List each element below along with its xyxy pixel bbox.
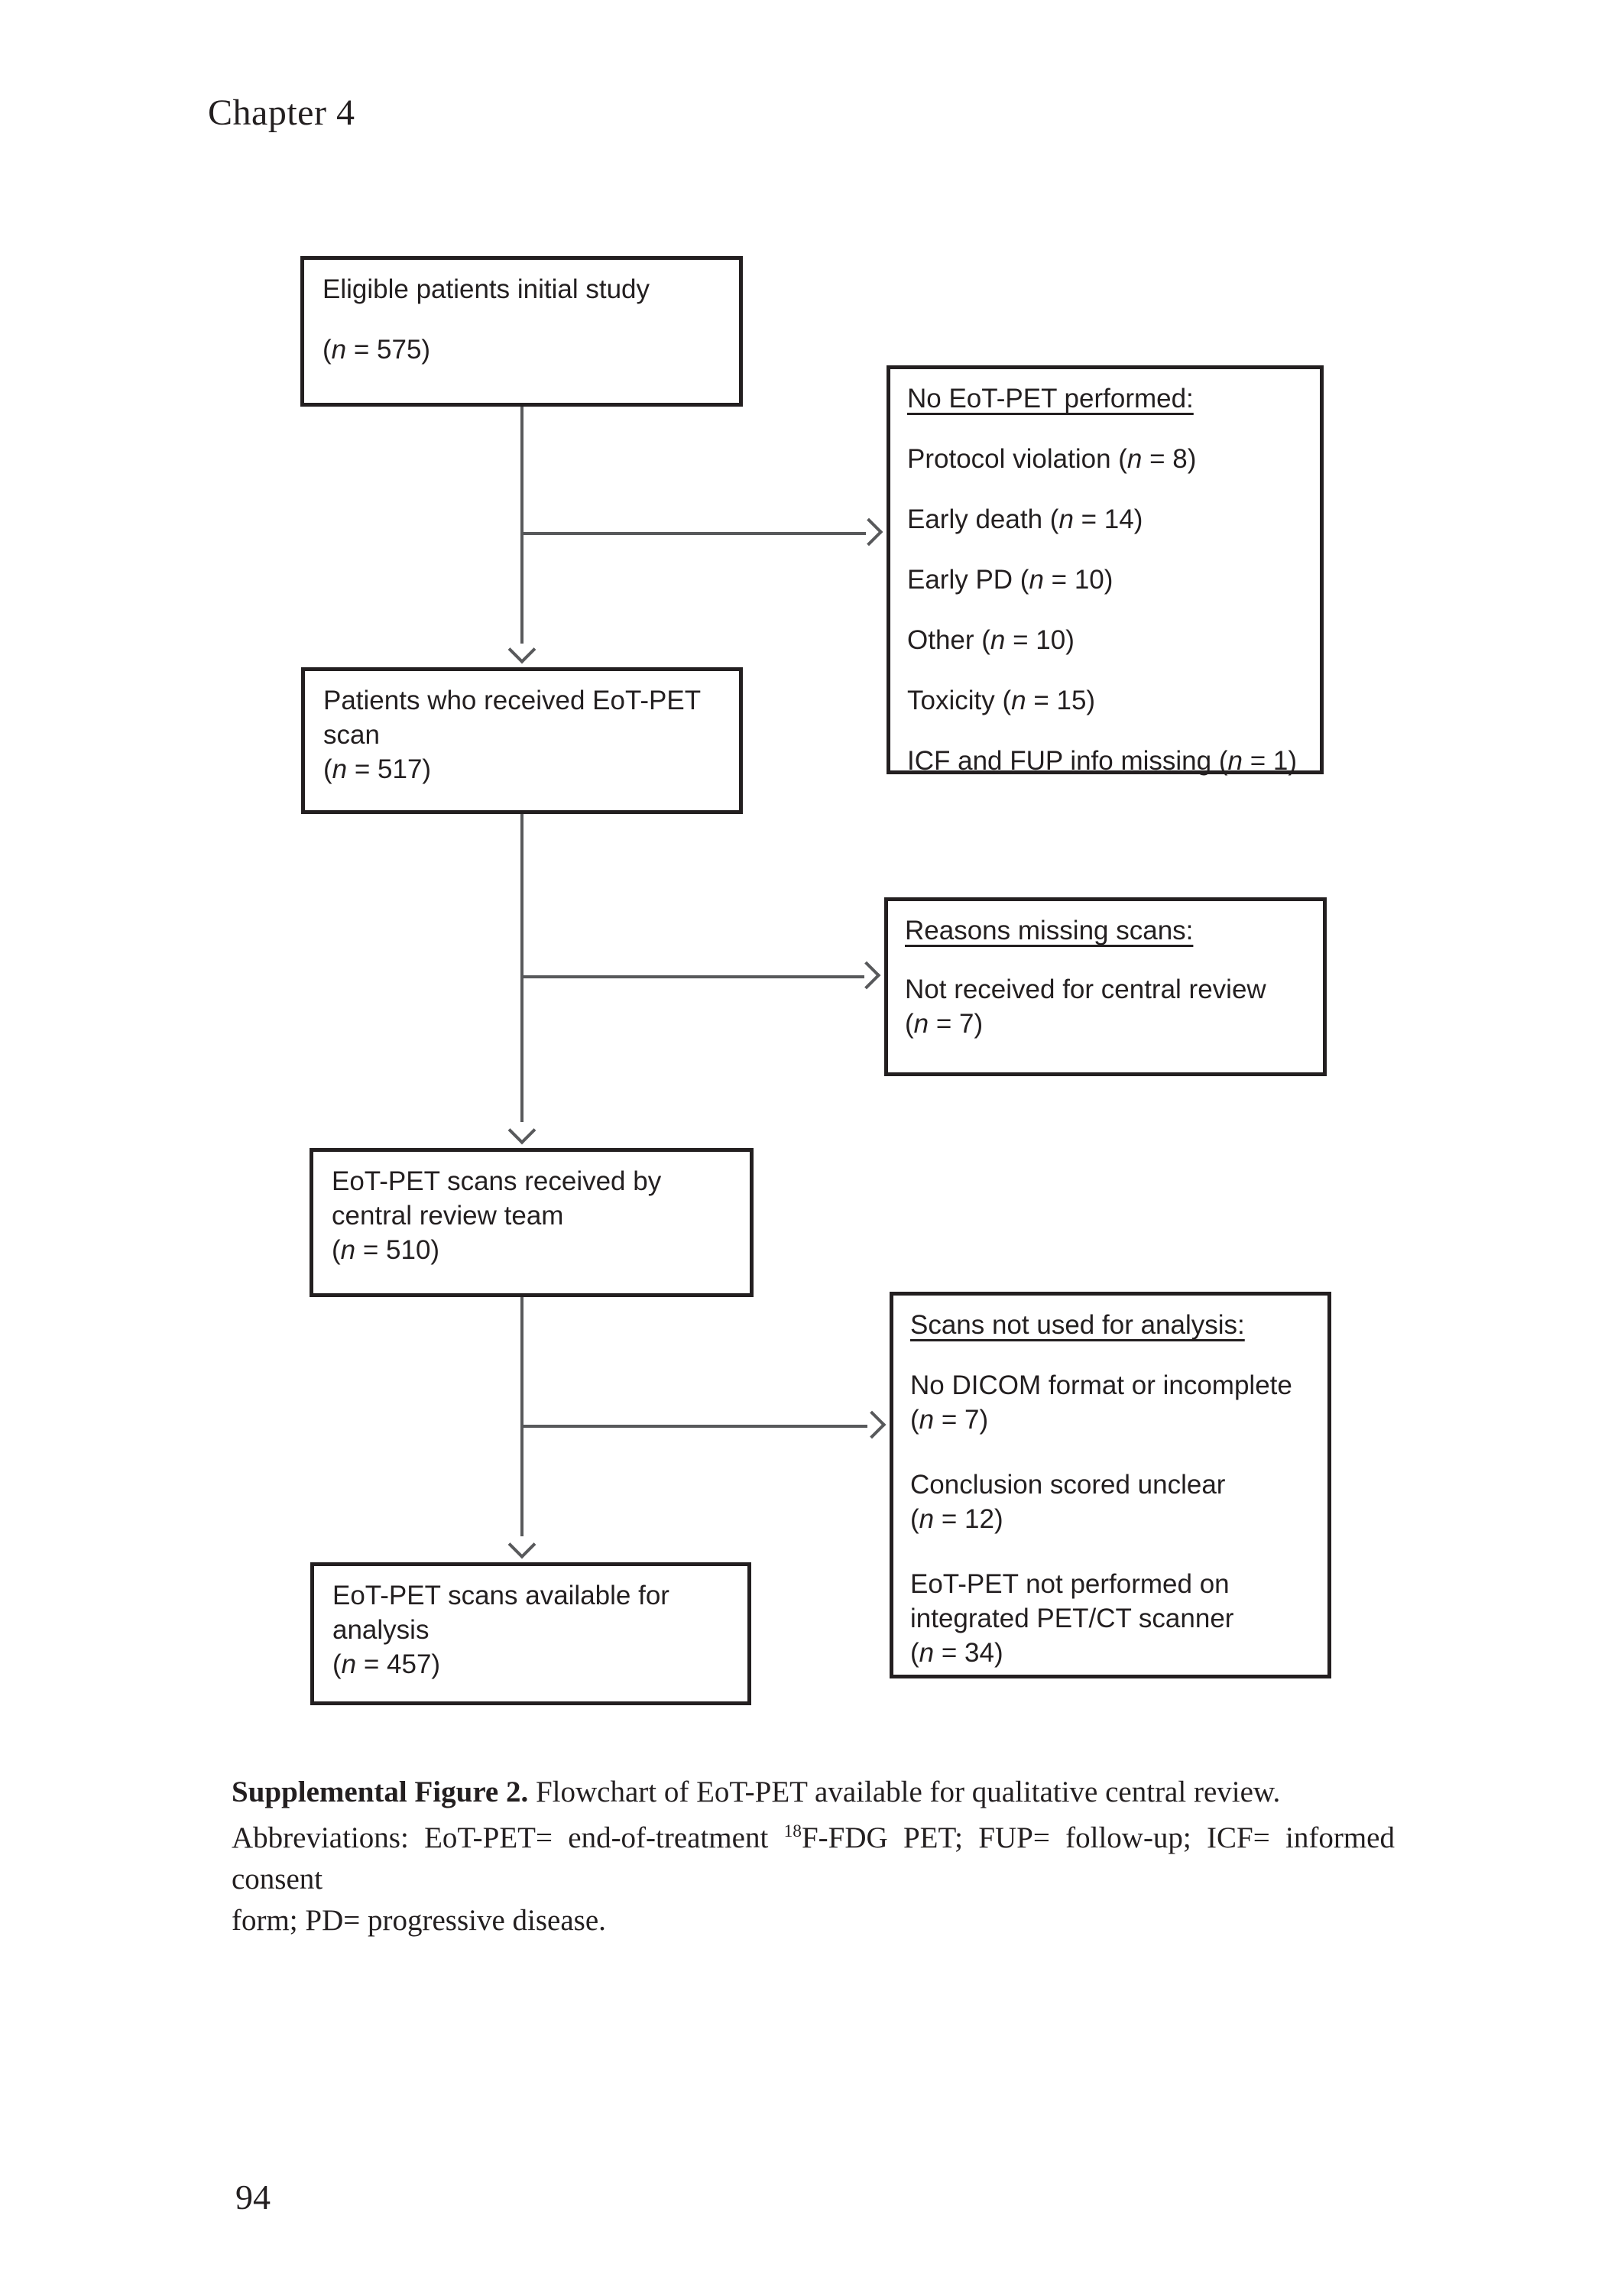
box-count: (n = 7)	[910, 1405, 989, 1435]
list-item: EoT-PET not performed on	[910, 1569, 1230, 1599]
list-item: integrated PET/CT scanner	[910, 1604, 1234, 1633]
box-title: EoT-PET scans received by	[332, 1166, 662, 1196]
box-title: central review team	[332, 1201, 564, 1231]
box-count: (n = 510)	[332, 1235, 440, 1265]
arrow-down-icon	[507, 1116, 536, 1145]
list-item: Conclusion scored unclear	[910, 1470, 1226, 1500]
box-scans-received-central-review: EoT-PET scans received by central review…	[310, 1148, 754, 1297]
superscript-18: 18	[783, 1821, 802, 1841]
box-count: (n = 7)	[905, 1009, 984, 1039]
box-patients-received-eot-pet: Patients who received EoT-PET scan (n = …	[301, 667, 743, 814]
arrow-down-icon	[507, 635, 536, 664]
list-item: Not received for central review	[905, 975, 1266, 1004]
arrow-right-icon	[854, 517, 883, 546]
list-item: Protocol violation (n = 8)	[907, 444, 1197, 474]
box-count: (n = 575)	[323, 335, 431, 365]
arrow-right-icon	[857, 1410, 887, 1439]
list-item: Early PD (n = 10)	[907, 565, 1113, 595]
connector-horizontal-2	[522, 975, 864, 978]
box-count: (n = 517)	[323, 754, 432, 784]
box-heading: Scans not used for analysis:	[910, 1310, 1245, 1340]
connector-horizontal-1	[522, 532, 866, 535]
box-count: (n = 34)	[910, 1638, 1003, 1668]
connector-vertical-2	[520, 814, 524, 1122]
box-count: (n = 457)	[332, 1649, 441, 1679]
chapter-header: Chapter 4	[208, 92, 355, 133]
box-heading: No EoT-PET performed:	[907, 384, 1194, 414]
caption-title: Supplemental Figure 2. Flowchart of EoT-…	[232, 1776, 1281, 1808]
list-item: Toxicity (n = 15)	[907, 686, 1096, 715]
caption-abbreviations-line2: form; PD= progressive disease.	[232, 1904, 606, 1937]
page-number: 94	[235, 2178, 271, 2217]
arrow-down-icon	[507, 1530, 536, 1559]
figure-caption: Supplemental Figure 2. Flowchart of EoT-…	[232, 1772, 1395, 1941]
list-item: Early death (n = 14)	[907, 504, 1143, 534]
box-scans-not-used: Scans not used for analysis: No DICOM fo…	[890, 1292, 1331, 1678]
list-item: ICF and FUP info missing (n = 1)	[907, 746, 1297, 776]
box-title: scan	[323, 720, 380, 750]
box-title: Patients who received EoT-PET	[323, 686, 702, 715]
list-item: Other (n = 10)	[907, 625, 1075, 655]
box-count: (n = 12)	[910, 1504, 1003, 1534]
box-title: EoT-PET scans available for	[332, 1581, 669, 1610]
connector-vertical-1	[520, 407, 524, 644]
connector-horizontal-3	[522, 1425, 867, 1428]
box-reasons-missing-scans: Reasons missing scans: Not received for …	[884, 897, 1327, 1076]
caption-abbreviations-line1: Abbreviations: EoT-PET= end-of-treatment…	[232, 1821, 1395, 1896]
caption-label: Supplemental Figure 2.	[232, 1776, 529, 1808]
box-title: Eligible patients initial study	[323, 274, 650, 304]
arrow-right-icon	[852, 961, 881, 990]
box-scans-available-analysis: EoT-PET scans available for analysis (n …	[310, 1562, 751, 1705]
list-item: No DICOM format or incomplete	[910, 1370, 1292, 1400]
box-eligible-patients: Eligible patients initial study (n = 575…	[300, 256, 743, 407]
connector-vertical-3	[520, 1297, 524, 1536]
box-heading: Reasons missing scans:	[905, 916, 1194, 945]
box-no-eot-pet-performed: No EoT-PET performed: Protocol violation…	[887, 365, 1324, 776]
box-title: analysis	[332, 1615, 430, 1645]
